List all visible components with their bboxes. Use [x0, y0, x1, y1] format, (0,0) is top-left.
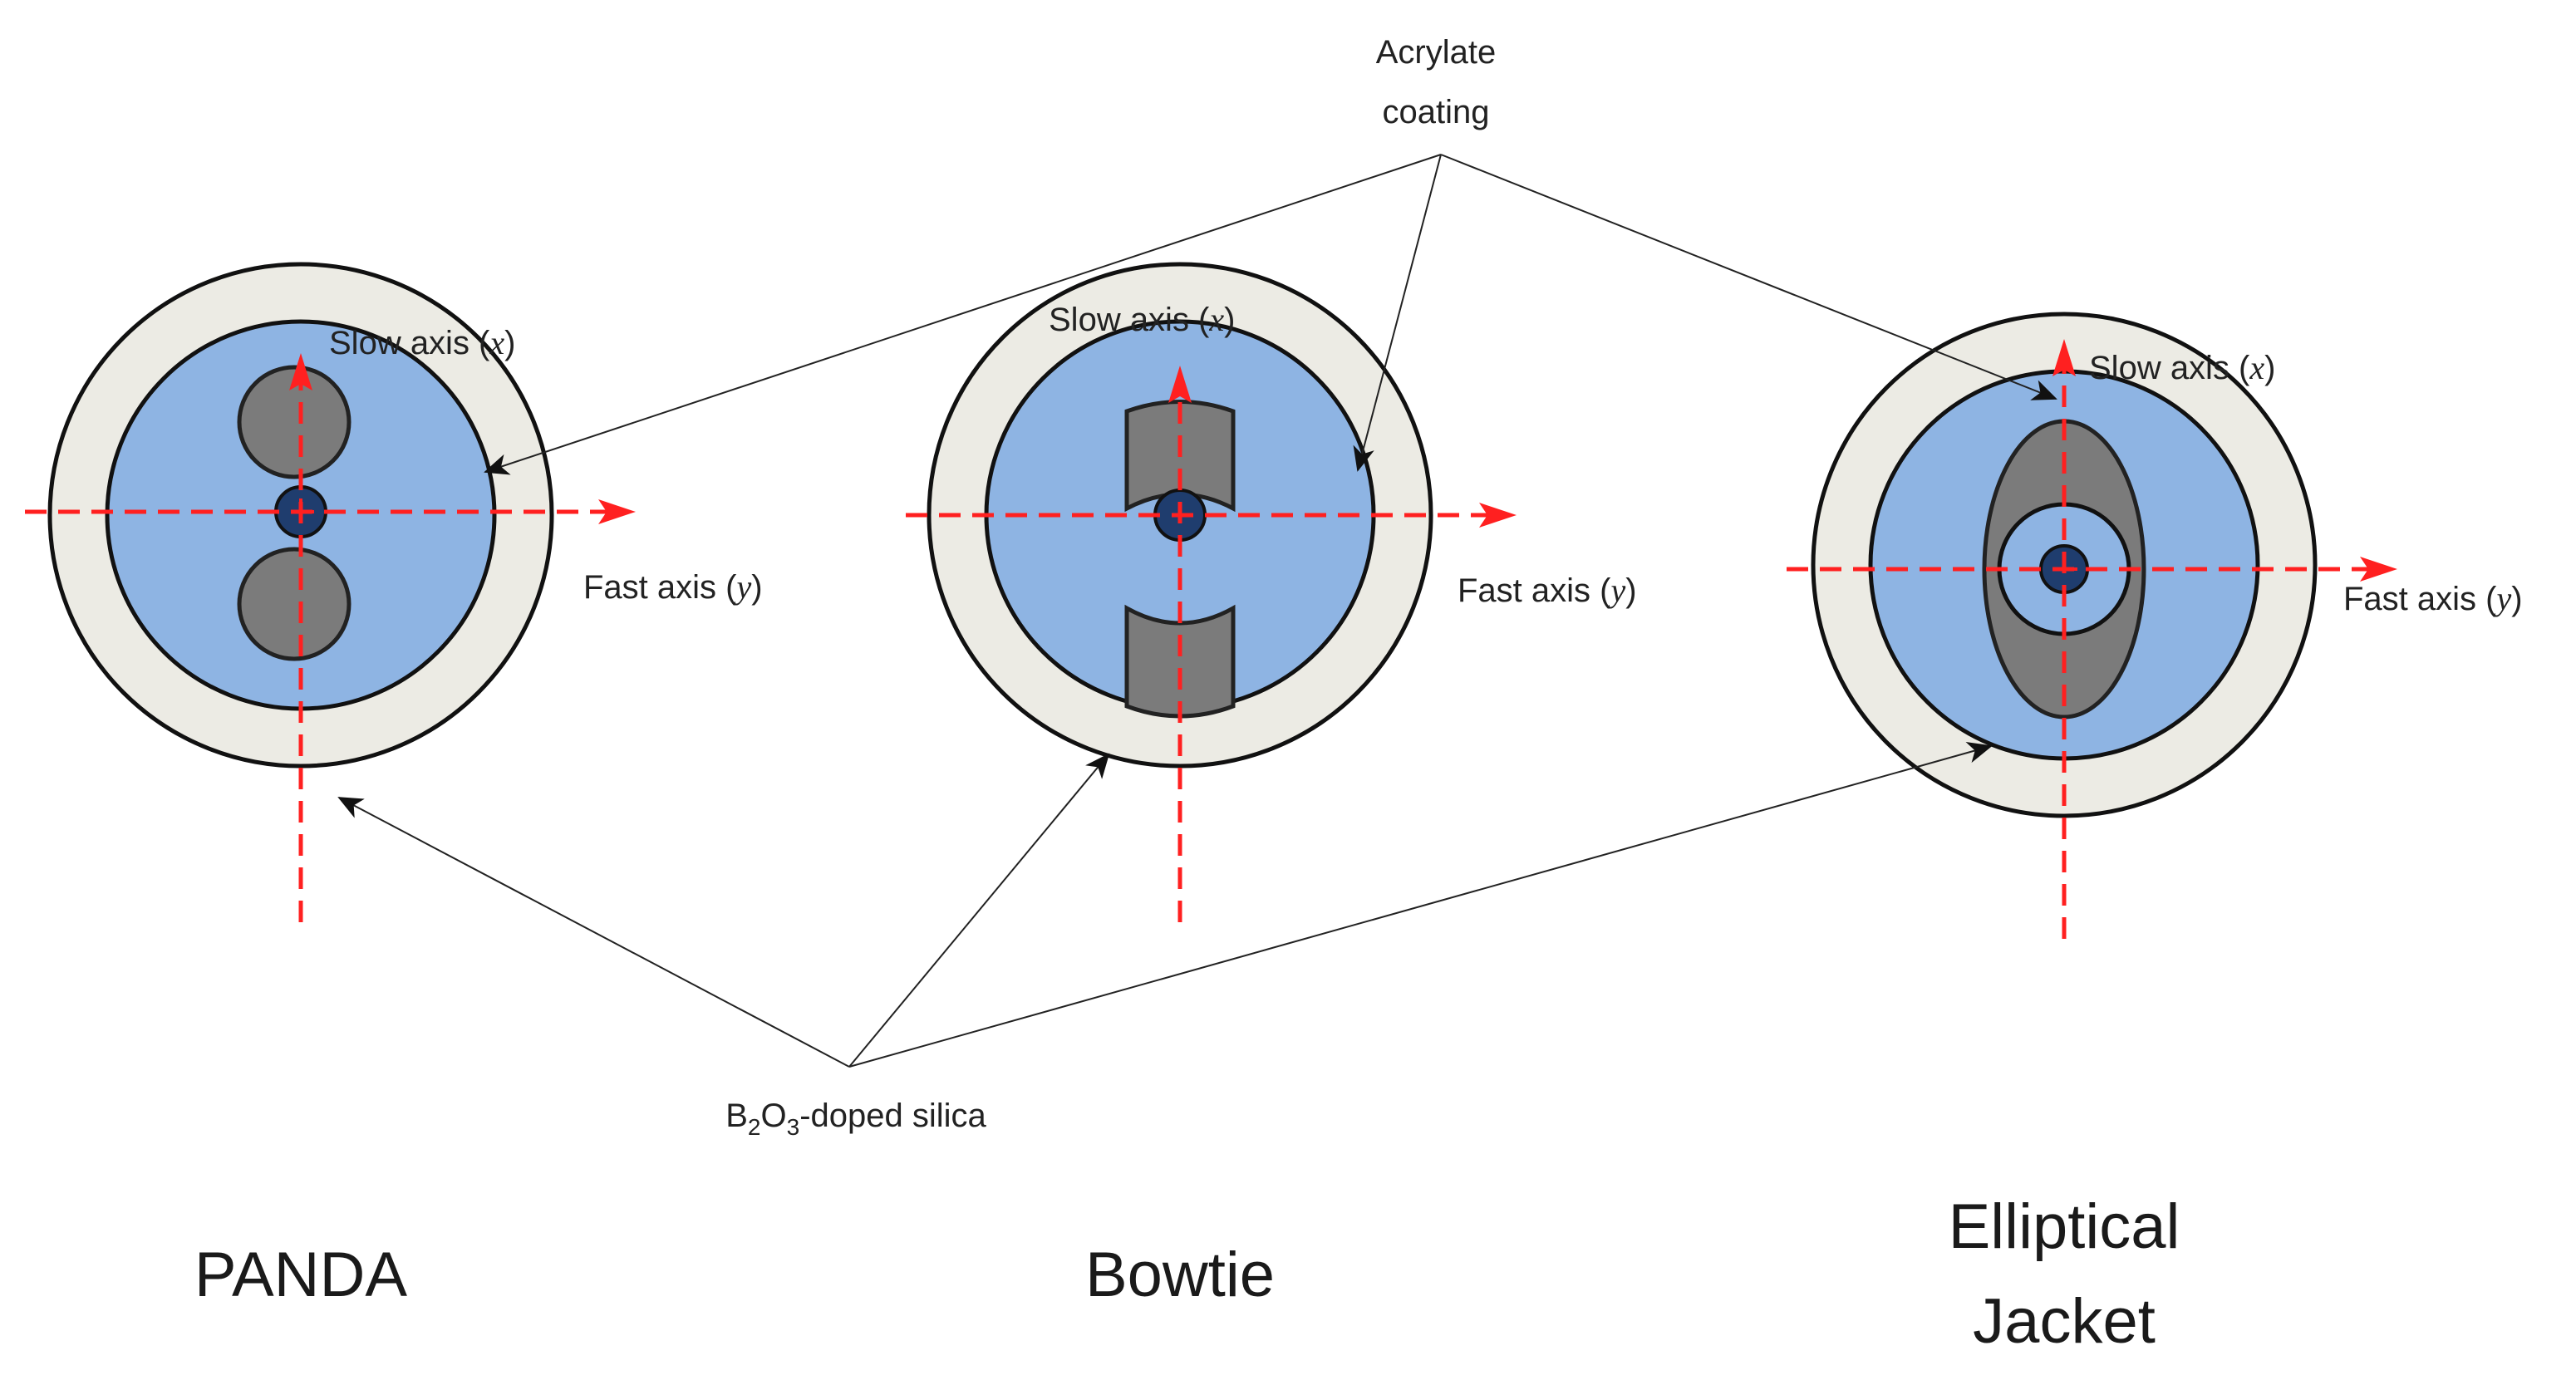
- bowtie-fiber: Slow axis (x) Fast axis (y) Bowtie: [906, 262, 1637, 1310]
- panda-slow-axis-label: Slow axis (x): [329, 324, 515, 361]
- elliptical-title-line2: Jacket: [1973, 1286, 2156, 1357]
- panda-fast-axis-label: Fast axis (y): [583, 568, 763, 606]
- b2o3-pointer-panda: [337, 797, 850, 1068]
- b2o3-doped-silica-label: B2O3-doped silica: [725, 1098, 986, 1140]
- elliptical-title-line1: Elliptical: [1949, 1191, 2180, 1262]
- panda-slow-axis-arrowhead: [289, 353, 312, 390]
- panda-stress-rod-top: [237, 365, 351, 479]
- bowtie-slow-axis-label: Slow axis (x): [1049, 301, 1235, 338]
- bowtie-fast-axis-arrowhead: [1479, 503, 1517, 528]
- elliptical-fast-axis-arrowhead: [2360, 557, 2397, 582]
- elliptical-jacket-fiber: Slow axis (x) Fast axis (y) Elliptical J…: [1787, 312, 2523, 1357]
- acrylate-coating-label-line2: coating: [1383, 94, 1490, 130]
- b2o3-doped-silica-annotation: B2O3-doped silica: [337, 742, 1993, 1140]
- acrylate-pointer-elliptical: [1440, 154, 2057, 400]
- panda-title: PANDA: [194, 1240, 408, 1310]
- b2o3-pointer-elliptical: [848, 742, 1993, 1068]
- elliptical-fast-axis-label: Fast axis (y): [2343, 580, 2523, 617]
- acrylate-pointer-panda: [484, 154, 1442, 475]
- elliptical-slow-axis-arrowhead: [2052, 339, 2076, 376]
- panda-fiber: Slow axis (x) Fast axis (y) PANDA: [25, 262, 763, 1310]
- panda-stress-rod-bottom: [237, 547, 351, 661]
- b2o3-pointer-bowtie: [848, 753, 1110, 1068]
- bowtie-slow-axis-arrowhead: [1168, 366, 1192, 403]
- panda-fast-axis-arrowhead: [598, 499, 636, 524]
- elliptical-slow-axis-label: Slow axis (x): [2089, 349, 2275, 386]
- acrylate-coating-label-line1: Acrylate: [1376, 34, 1497, 71]
- bowtie-fast-axis-label: Fast axis (y): [1458, 572, 1637, 609]
- bowtie-stress-sector-bottom: [1124, 604, 1236, 719]
- bowtie-title: Bowtie: [1085, 1240, 1275, 1310]
- acrylate-pointer-bowtie: [1353, 154, 1442, 472]
- acrylate-coating-annotation: Acrylate coating: [484, 34, 2057, 475]
- panda-core-marker: [299, 498, 314, 513]
- bowtie-core-marker: [1178, 502, 1193, 517]
- elliptical-core-marker: [2062, 556, 2077, 571]
